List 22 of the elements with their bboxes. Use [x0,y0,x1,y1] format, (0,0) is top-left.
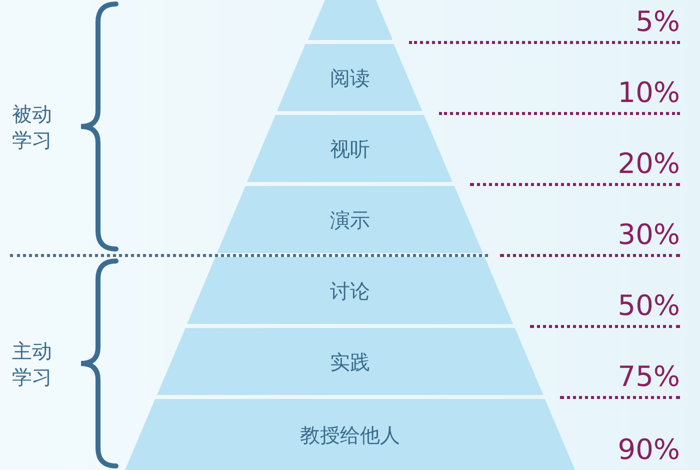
percentage-label: 20% [618,150,680,178]
pyramid-tip [308,0,392,40]
tier-label: 视听 [330,136,370,160]
tier-label: 讨论 [330,278,370,302]
pyramid-tier [186,257,513,324]
tier-label: 阅读 [330,66,370,90]
percentage-label: 50% [618,292,680,320]
percentage-label: 5% [636,8,680,36]
group-label: 被动学习 [12,100,53,152]
pyramid-tier [277,44,423,111]
percentage-label: 90% [618,436,680,464]
pyramid-tier [125,399,575,470]
percentage-label: 30% [618,221,680,249]
tier-label: 教授给他人 [300,422,400,446]
group-label: 主动学习 [12,338,53,390]
percentage-label: 75% [618,363,680,391]
percentage-label: 10% [618,79,680,107]
tier-label: 实践 [330,350,370,374]
tier-label: 演示 [330,208,370,232]
pyramid-tier [156,328,544,395]
pyramid-tier [247,115,453,182]
pyramid-tier [217,186,483,253]
